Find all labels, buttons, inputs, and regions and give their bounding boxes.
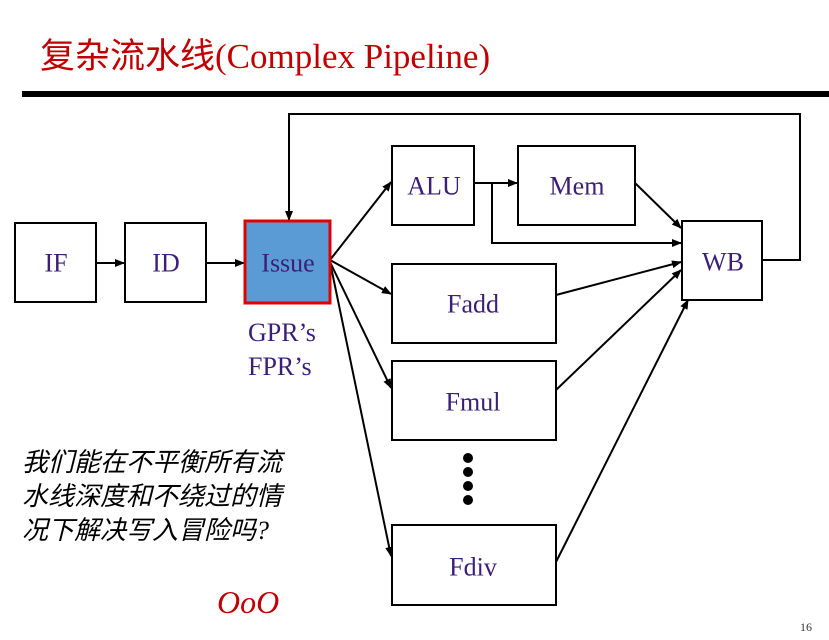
page-number: 16 <box>800 620 812 634</box>
arrow-alu-wb-bypass <box>491 183 682 247</box>
arrow-fmul-wb <box>555 269 682 391</box>
fpr-label: FPR’s <box>248 352 312 381</box>
fadd-label: Fadd <box>447 290 499 319</box>
id-label: ID <box>152 249 179 278</box>
if-label: IF <box>44 249 67 278</box>
alu-box <box>391 145 475 226</box>
arrow-issue-fmul <box>329 261 392 389</box>
fmul-box <box>391 360 557 441</box>
alu-label: ALU <box>407 172 461 201</box>
ellipsis-dot <box>463 453 473 463</box>
arrow-fdiv-wb <box>555 299 689 563</box>
arrow-issue-fdiv <box>329 261 394 557</box>
ellipsis-dot <box>463 481 473 491</box>
id-box <box>124 222 207 303</box>
mem-box <box>517 145 636 226</box>
question-line: 我们能在不平衡所有流 <box>22 448 283 477</box>
fadd-box <box>391 263 557 344</box>
mem-label: Mem <box>550 172 605 201</box>
if-box <box>14 222 97 303</box>
fdiv-box <box>391 524 557 606</box>
wb-label: WB <box>702 248 744 277</box>
fmul-label: Fmul <box>446 388 501 417</box>
fdiv-label: Fdiv <box>449 553 497 582</box>
wb-box <box>681 220 763 301</box>
ellipsis-dot <box>463 467 473 477</box>
register-files-label: GPR’s FPR’s <box>248 316 316 384</box>
issue-box <box>243 219 332 305</box>
arrow-wb-feedback <box>285 113 801 261</box>
arrow-mem-wb <box>634 182 682 229</box>
arrow-issue-fadd <box>329 259 392 295</box>
answer-text: OoO <box>217 584 280 620</box>
arrow-fadd-wb <box>555 260 682 296</box>
arrow-issue-alu <box>329 181 392 261</box>
gpr-label: GPR’s <box>248 318 316 347</box>
question-text: 我们能在不平衡所有流 水线深度和不绕过的情 况下解决写入冒险吗? <box>22 446 342 548</box>
question-line: 水线深度和不绕过的情 <box>22 482 283 511</box>
issue-label: Issue <box>261 249 314 278</box>
ellipsis-dot <box>463 495 473 505</box>
title-rule <box>22 91 829 97</box>
slide-title: 复杂流水线(Complex Pipeline) <box>40 37 491 76</box>
question-line: 况下解决写入冒险吗? <box>22 516 270 545</box>
